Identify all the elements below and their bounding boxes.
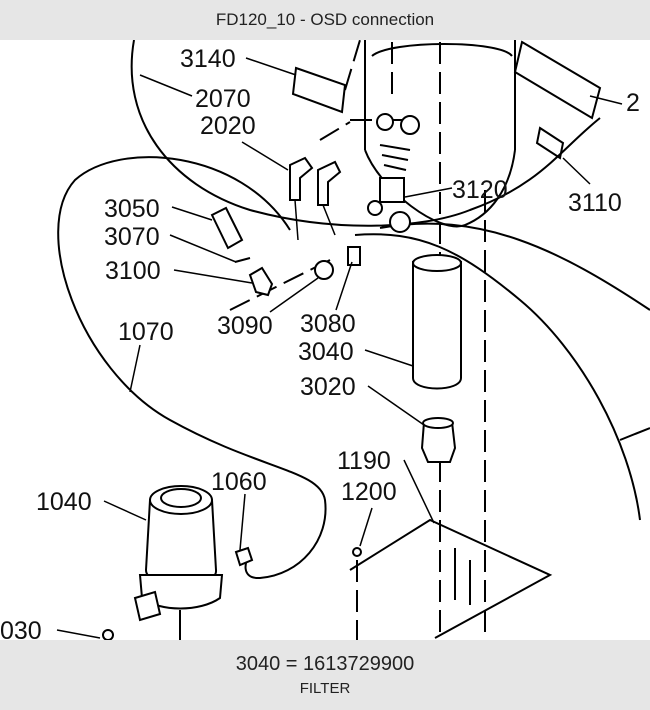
callout-3050: 3050	[104, 195, 160, 223]
callout-2020: 2020	[200, 112, 256, 140]
hose-lower-right	[619, 427, 650, 441]
leader-3020	[367, 385, 425, 426]
leader-2070	[139, 74, 193, 97]
leader-3070	[169, 234, 237, 263]
ring-3090	[314, 260, 334, 280]
callout-3100: 3100	[105, 257, 161, 285]
leader-3090	[269, 277, 319, 313]
callout-3090: 3090	[217, 312, 273, 340]
connector-1060	[234, 546, 254, 567]
bracket	[349, 518, 553, 639]
housing-1040-cap	[160, 488, 202, 508]
leader-1070	[129, 344, 141, 393]
callout-1190: 1190	[337, 447, 391, 475]
leader-1060	[239, 493, 246, 551]
filter-3040	[412, 261, 462, 390]
leader-1040	[103, 500, 147, 521]
screw-1200	[352, 547, 362, 557]
tank-outline	[130, 40, 601, 227]
leader-3110	[562, 157, 591, 185]
label-plate-3110	[535, 126, 565, 160]
parts-diagram[interactable]: 3140 2070 2020 2 3050 3070 3100 3120 311…	[0, 40, 650, 640]
fitting-b	[400, 115, 420, 135]
callout-1040: 1040	[36, 488, 92, 516]
callout-1200: 1200	[341, 478, 397, 506]
label-plate-right	[513, 40, 602, 120]
fitting-e	[367, 200, 383, 216]
callout-3040: 3040	[298, 338, 354, 366]
leader-3100	[173, 269, 253, 284]
hose-small-a	[294, 199, 299, 241]
elbow-2020-a	[289, 156, 314, 201]
fitting-f	[389, 211, 411, 233]
fitting-030	[102, 629, 114, 640]
leader-1200	[359, 507, 373, 547]
leader-2	[589, 95, 623, 105]
leader-3050	[171, 206, 213, 221]
label-plate-3140	[291, 66, 347, 114]
tank-top-ellipse	[371, 43, 513, 57]
part-3070	[234, 257, 251, 263]
leader-3120	[404, 187, 453, 198]
housing-1040-port	[133, 590, 162, 622]
elbow-3100	[248, 266, 274, 297]
hose-1070	[57, 156, 327, 580]
callout-3120: 3120	[452, 176, 508, 204]
fitting-c	[379, 144, 411, 171]
callout-3070: 3070	[104, 223, 160, 251]
hose-right-2	[379, 222, 650, 311]
elbow-2020-b	[317, 160, 342, 206]
fitting-d	[379, 177, 405, 203]
callout-2070: 2070	[195, 85, 251, 113]
leader-2020	[241, 141, 289, 171]
callout-1070: 1070	[118, 318, 174, 346]
plug-3080	[347, 246, 361, 266]
title-bar: FD120_10 - OSD connection	[0, 0, 650, 40]
callout-1060: 1060	[211, 468, 267, 496]
callout-3080: 3080	[300, 310, 356, 338]
callout-2: 2	[626, 89, 640, 117]
part-info-footer: 3040 = 1613729900 FILTER	[0, 640, 650, 710]
callout-3110: 3110	[568, 189, 622, 217]
part-description: FILTER	[299, 680, 351, 697]
valve-3050	[210, 206, 244, 250]
axis-9	[344, 40, 361, 91]
page-title: FD120_10 - OSD connection	[215, 10, 435, 29]
callout-030: 030	[0, 617, 42, 640]
axis-8	[229, 259, 331, 311]
axis-7	[319, 121, 351, 141]
fitting-a	[376, 113, 394, 131]
leader-3080	[335, 261, 353, 311]
callout-3140: 3140	[180, 45, 236, 73]
hose-right	[354, 233, 641, 521]
leader-030	[56, 629, 101, 639]
leader-1190	[403, 459, 435, 524]
bracket-2	[454, 548, 471, 605]
leader-3040	[364, 349, 414, 367]
exploded-view-drawing: 3140 2070 2020 2 3050 3070 3100 3120 311…	[0, 40, 650, 640]
part-number-line: 3040 = 1613729900	[235, 653, 415, 675]
fitting-3020-top	[422, 417, 454, 429]
callout-3020: 3020	[300, 373, 356, 401]
leader-3140	[245, 57, 297, 76]
hose-small-b	[322, 204, 336, 236]
filter-3040-top	[412, 254, 462, 272]
